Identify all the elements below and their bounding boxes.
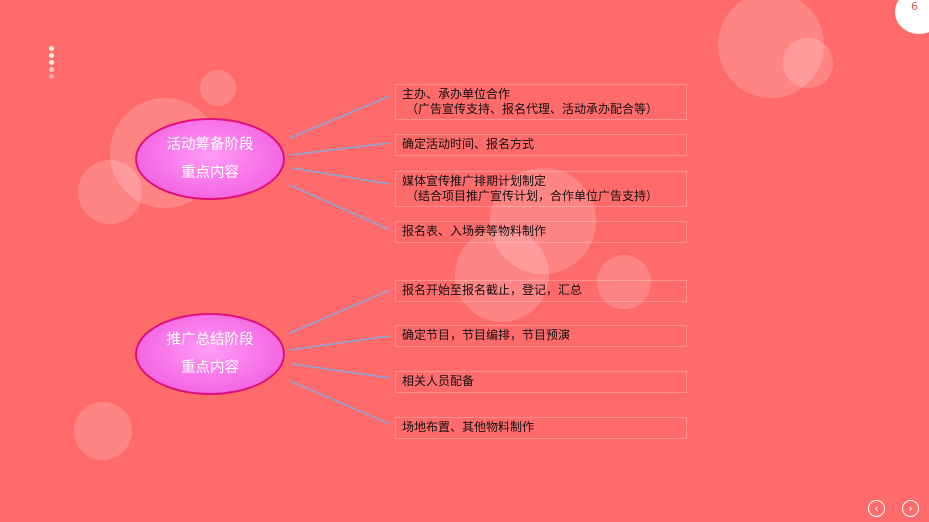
decorative-bubble: [74, 402, 132, 460]
list-item: 场地布置、其他物料制作: [395, 417, 687, 439]
item-subtext: （广告宣传支持、报名代理、活动承办配合等）: [406, 102, 659, 116]
decorative-bubble: [783, 38, 833, 88]
decorative-bubble: [200, 70, 236, 106]
menu-dots-icon: [49, 46, 54, 79]
stage-ellipse-preparation: 活动筹备阶段 重点内容: [135, 118, 285, 200]
item-subtext: （结合项目推广宣传计划，合作单位广告支持）: [406, 189, 659, 203]
item-text: 报名表、入场券等物料制作: [402, 224, 547, 238]
item-text: 确定节目，节目编排，节目预演: [402, 328, 571, 342]
item-text: 相关人员配备: [402, 374, 475, 388]
stage-subtitle: 重点内容: [181, 165, 239, 181]
item-text: 主办、承办单位合作: [402, 87, 511, 101]
decorative-bubble: [597, 255, 651, 309]
connector-line: [289, 184, 391, 231]
stage-title: 推广总结阶段: [166, 332, 254, 348]
chevron-left-icon: ‹: [874, 502, 879, 515]
decorative-bubble: [78, 160, 142, 224]
connector-line: [289, 142, 391, 156]
chevron-right-icon: ›: [908, 502, 913, 515]
item-text: 场地布置、其他物料制作: [402, 420, 535, 434]
list-item: 确定节目，节目编排，节目预演: [395, 325, 687, 347]
decorative-bubble: [455, 228, 549, 322]
next-slide-button[interactable]: ›: [902, 500, 919, 517]
stage-title: 活动筹备阶段: [166, 137, 254, 153]
list-item: 报名表、入场券等物料制作: [395, 221, 687, 243]
connector-line: [289, 335, 391, 351]
previous-slide-button[interactable]: ‹: [868, 500, 885, 517]
connector-line: [289, 95, 391, 139]
item-text: 媒体宣传推广排期计划制定: [402, 174, 547, 188]
connector-line: [289, 380, 391, 425]
page-number: 6: [895, 0, 929, 34]
page-number-text: 6: [911, 0, 918, 13]
stage-ellipse-promotion: 推广总结阶段 重点内容: [135, 313, 285, 395]
stage-subtitle: 重点内容: [181, 360, 239, 376]
list-item: 主办、承办单位合作 （广告宣传支持、报名代理、活动承办配合等）: [395, 84, 687, 120]
connector-line: [291, 167, 391, 185]
list-item: 确定活动时间、报名方式: [395, 134, 687, 156]
list-item: 媒体宣传推广排期计划制定 （结合项目推广宣传计划，合作单位广告支持）: [395, 171, 687, 207]
decorative-bubble: [718, 0, 824, 98]
list-item: 相关人员配备: [395, 371, 687, 393]
list-item: 报名开始至报名截止，登记，汇总: [395, 280, 687, 302]
connector-line: [291, 363, 391, 379]
item-text: 确定活动时间、报名方式: [402, 137, 535, 151]
connector-line: [289, 289, 391, 334]
decorative-bubble: [490, 168, 596, 274]
item-text: 报名开始至报名截止，登记，汇总: [402, 283, 583, 297]
